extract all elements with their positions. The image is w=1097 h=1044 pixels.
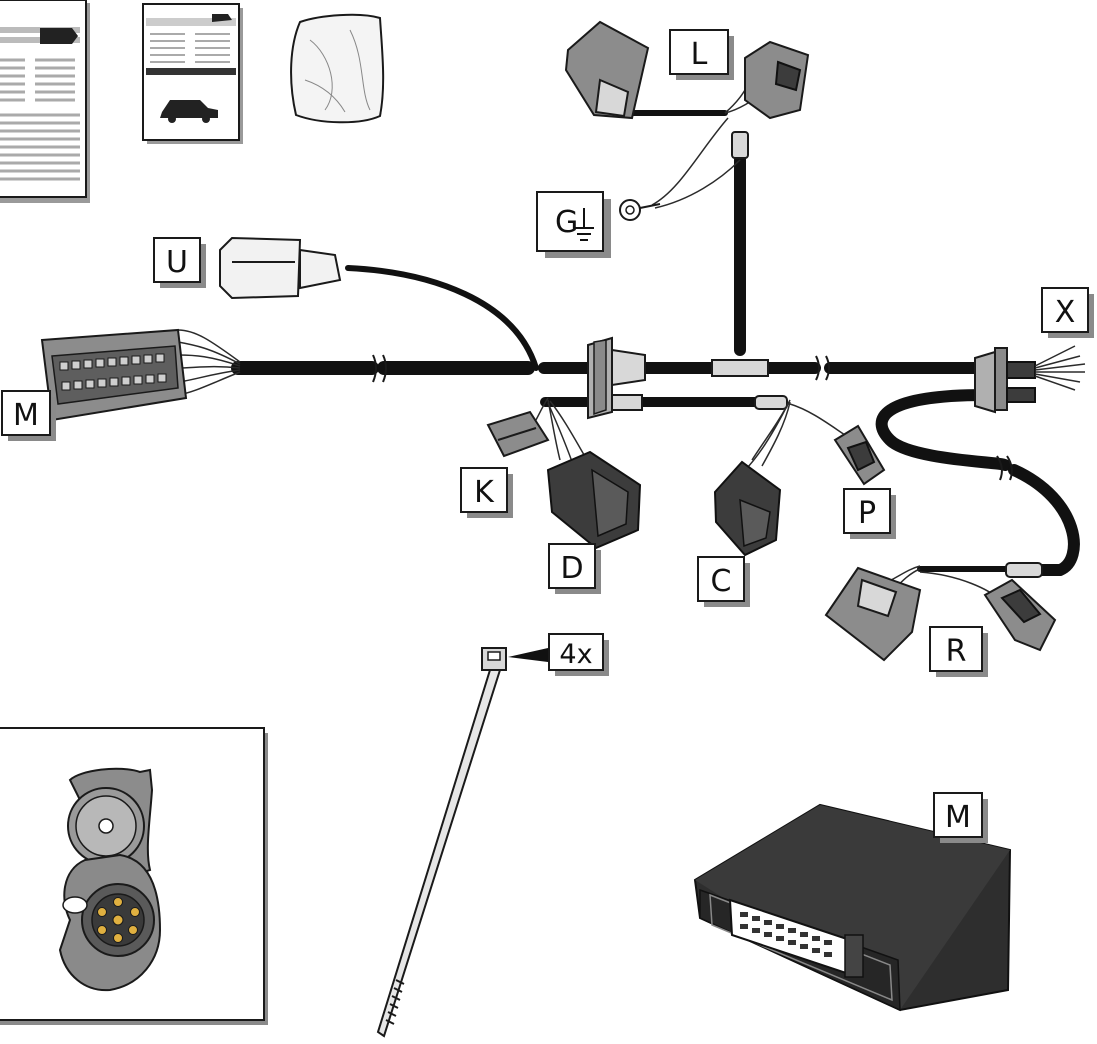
label-r: R — [929, 626, 988, 677]
connector-r-right — [983, 578, 1057, 652]
label-d-text: D — [560, 551, 583, 586]
label-d: D — [548, 543, 601, 594]
label-qty: 4x — [548, 633, 609, 676]
grommet-x — [974, 347, 1036, 414]
label-qty-text: 4x — [559, 639, 592, 670]
label-p: P — [843, 488, 896, 539]
label-r-text: R — [946, 634, 967, 669]
trailer-socket — [58, 767, 162, 992]
ring-terminal — [619, 199, 661, 221]
label-m-module: M — [933, 792, 988, 843]
connector-d — [546, 450, 642, 550]
plastic-bag — [290, 13, 385, 124]
label-l-text: L — [691, 37, 708, 72]
label-k-text: K — [474, 475, 495, 510]
instruction-manual-large — [0, 0, 90, 203]
label-u: U — [153, 237, 206, 288]
instruction-manual-small — [142, 3, 243, 144]
label-g-text: G — [555, 205, 578, 240]
grommet — [587, 336, 646, 420]
cable-tie — [376, 647, 548, 1038]
connector-c — [713, 460, 782, 557]
label-x-text: X — [1055, 295, 1076, 330]
label-g: G — [536, 191, 611, 258]
label-m-top: M — [1, 390, 56, 441]
main-harness — [231, 110, 1080, 578]
label-m-top-text: M — [13, 398, 39, 433]
connector-r-left — [824, 566, 922, 662]
control-module — [693, 803, 1012, 1012]
label-k: K — [460, 467, 513, 518]
connector-l-right — [744, 40, 810, 120]
connector-p — [833, 424, 886, 486]
ground-icon — [574, 208, 594, 241]
label-c-text: C — [711, 564, 732, 599]
label-x: X — [1041, 287, 1094, 338]
connector-k — [486, 410, 550, 458]
label-c: C — [697, 556, 750, 607]
label-m-module-text: M — [945, 800, 971, 835]
connector-u — [219, 236, 342, 300]
label-u-text: U — [166, 245, 188, 280]
connector-l-left — [564, 20, 650, 120]
connector-m-multipin — [40, 328, 188, 422]
label-p-text: P — [858, 496, 876, 531]
label-l: L — [669, 29, 734, 80]
